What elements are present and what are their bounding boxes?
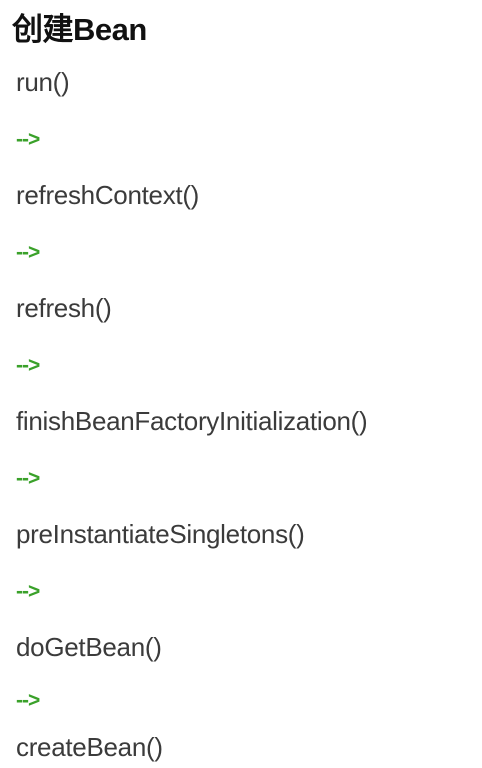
arrow-connector: --> bbox=[16, 467, 40, 490]
method-call: refreshContext() bbox=[16, 180, 200, 210]
page-title: 创建Bean bbox=[12, 12, 147, 47]
method-call: doGetBean() bbox=[16, 632, 162, 662]
method-call: refresh() bbox=[16, 293, 112, 323]
arrow-connector: --> bbox=[16, 354, 40, 377]
method-call: run() bbox=[16, 67, 70, 97]
method-call: finishBeanFactoryInitialization() bbox=[16, 406, 368, 436]
arrow-connector: --> bbox=[16, 128, 40, 151]
method-call: preInstantiateSingletons() bbox=[16, 519, 305, 549]
arrow-connector: --> bbox=[16, 580, 40, 603]
arrow-connector: --> bbox=[16, 689, 40, 712]
method-call: createBean() bbox=[16, 732, 163, 762]
arrow-connector: --> bbox=[16, 241, 40, 264]
